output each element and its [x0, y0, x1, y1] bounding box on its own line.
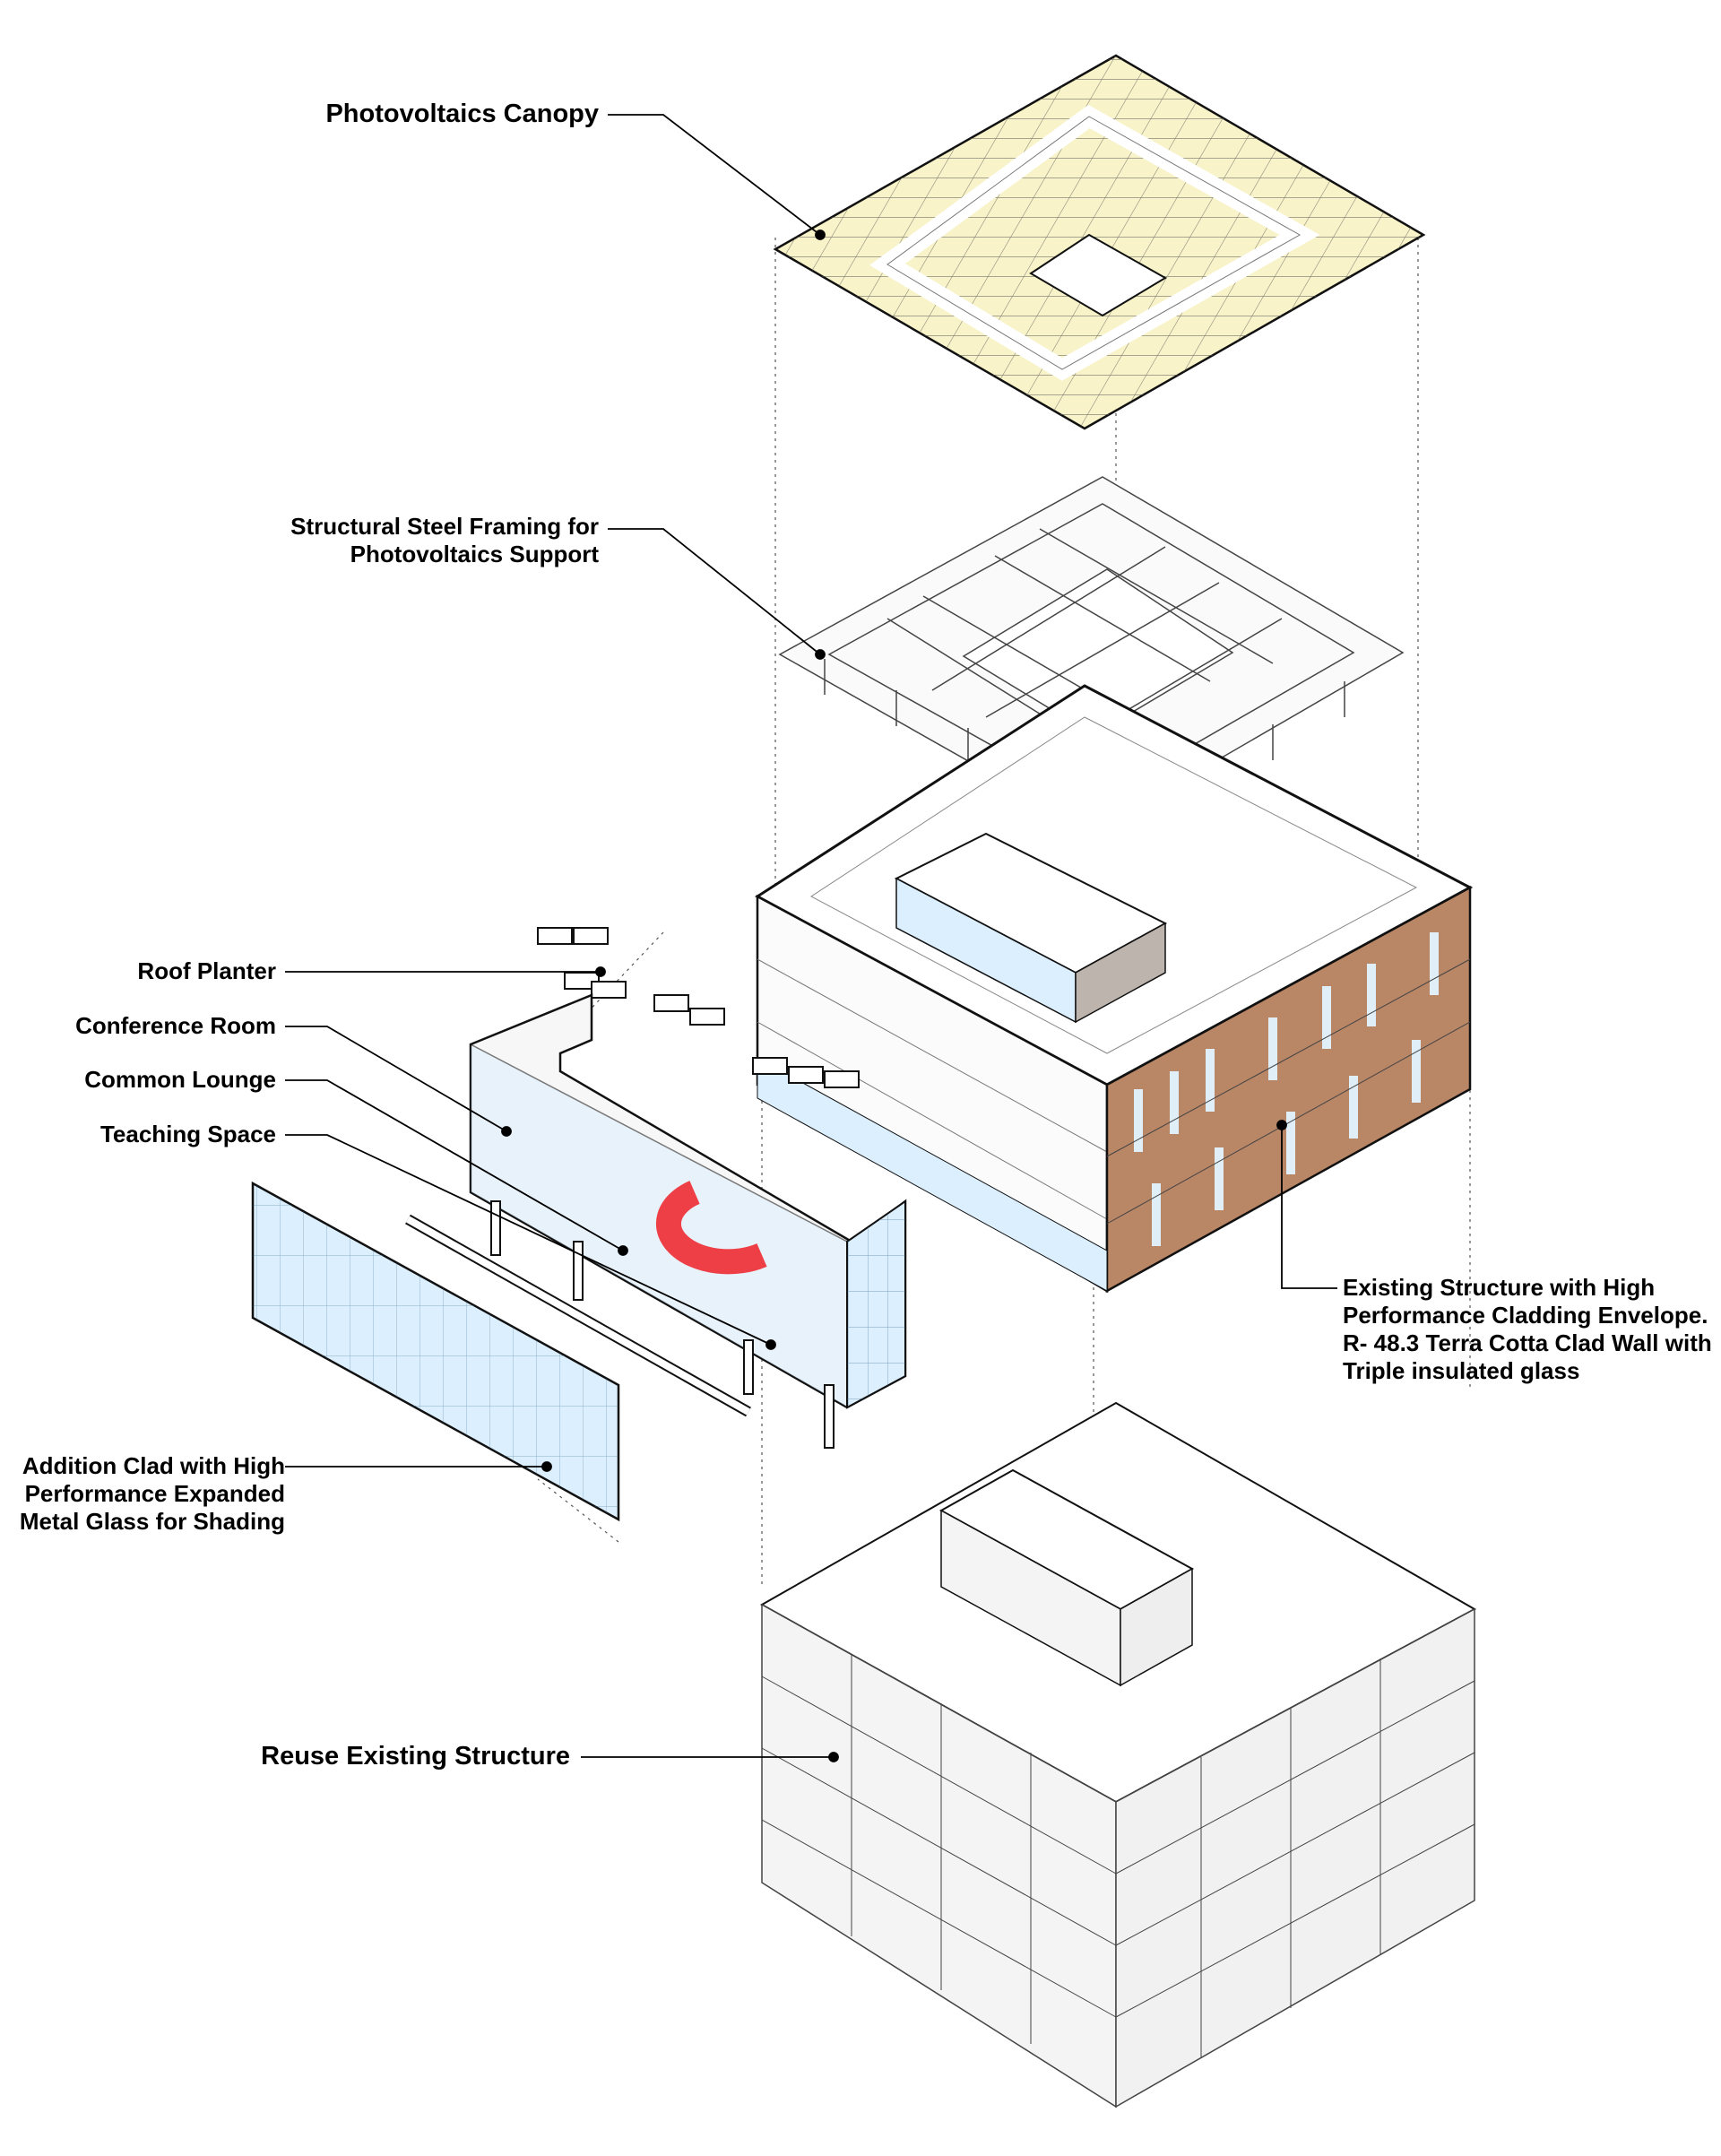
label-roof-planter: Roof Planter: [72, 957, 276, 985]
label-reuse-structure: Reuse Existing Structure: [179, 1741, 570, 1771]
reused-structure: [759, 1401, 1477, 2108]
label-common-lounge-line: Common Lounge: [84, 1066, 276, 1093]
label-pv-canopy-line: Photovoltaics Canopy: [325, 100, 599, 128]
pv-canopy: [773, 54, 1426, 430]
label-existing-structure-line-3: R- 48.3 Terra Cotta Clad Wall with: [1343, 1329, 1712, 1356]
label-addition-clad-line-3: Metal Glass for Shading: [19, 1508, 285, 1535]
label-reuse-structure-line: Reuse Existing Structure: [261, 1742, 570, 1771]
label-existing-structure: Existing Structure with High Performance…: [1343, 1274, 1712, 1385]
addition-volume: [405, 993, 907, 1449]
label-roof-planter-line: Roof Planter: [137, 957, 276, 984]
label-teaching-space-line: Teaching Space: [99, 1121, 276, 1147]
label-existing-structure-line-1: Existing Structure with High: [1343, 1274, 1656, 1301]
glass-screen-panel: [251, 1181, 620, 1522]
label-addition-clad-line-2: Performance Expanded: [24, 1480, 285, 1507]
label-existing-structure-line-4: Triple insulated glass: [1343, 1357, 1580, 1384]
label-steel-framing-line-1: Structural Steel Framing for: [290, 513, 599, 540]
label-pv-canopy: Photovoltaics Canopy: [269, 99, 599, 129]
label-steel-framing-line-2: Photovoltaics Support: [350, 541, 599, 567]
roof-planters: [537, 927, 860, 1088]
label-conference-room: Conference Room: [36, 1012, 276, 1040]
label-addition-clad: Addition Clad with High Performance Expa…: [9, 1452, 285, 1536]
label-teaching-space: Teaching Space: [36, 1121, 276, 1148]
label-addition-clad-line-1: Addition Clad with High: [22, 1452, 285, 1479]
label-existing-structure-line-2: Performance Cladding Envelope.: [1343, 1302, 1708, 1329]
existing-building: [755, 684, 1474, 1294]
label-conference-room-line: Conference Room: [75, 1012, 276, 1039]
label-common-lounge: Common Lounge: [36, 1066, 276, 1094]
label-steel-framing: Structural Steel Framing for Photovoltai…: [179, 513, 599, 568]
leader-lines: [285, 114, 1337, 1762]
